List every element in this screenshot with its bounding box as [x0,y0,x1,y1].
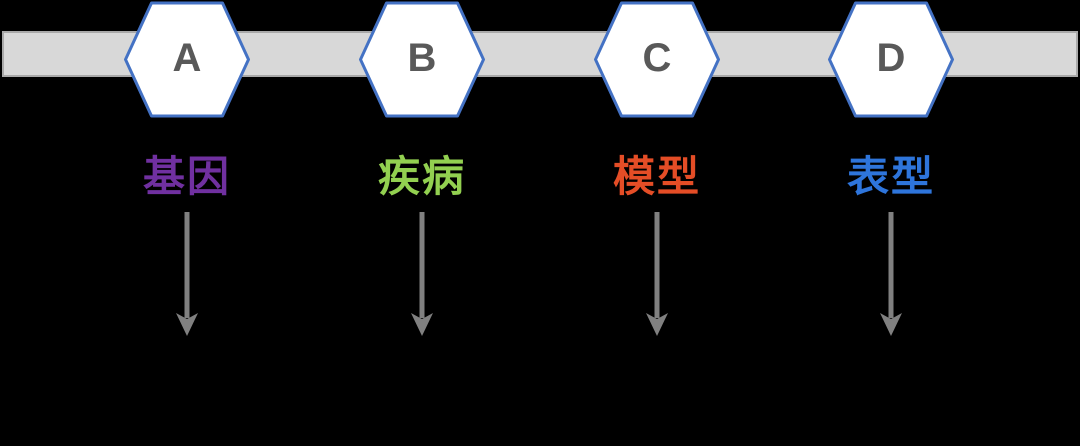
step-disease: B 疾病 [307,0,537,446]
down-arrow-icon [878,212,904,336]
step-letter: A [172,36,202,80]
step-phenotype: D 表型 [776,0,1006,446]
down-arrow-icon [644,212,670,336]
down-arrow-icon [409,212,435,336]
step-letter: B [407,36,437,80]
label-model: 模型 [612,153,701,200]
hexagon-marker-a: A [124,1,251,118]
down-arrow-icon [174,212,200,336]
step-gene: A 基因 [72,0,302,446]
step-letter: D [876,36,906,80]
label-disease: 疾病 [377,153,466,200]
hexagon-shape-icon [359,1,485,118]
label-phenotype: 表型 [846,153,935,200]
hexagon-marker-b: B [359,1,486,118]
step-letter: C [642,36,672,80]
hexagon-marker-c: C [594,1,721,118]
hexagon-marker-d: D [828,1,955,118]
hexagon-shape-icon [594,1,720,118]
label-gene: 基因 [142,153,231,200]
hexagon-shape-icon [828,1,954,118]
step-model: C 模型 [542,0,772,446]
hexagon-shape-icon [124,1,250,118]
